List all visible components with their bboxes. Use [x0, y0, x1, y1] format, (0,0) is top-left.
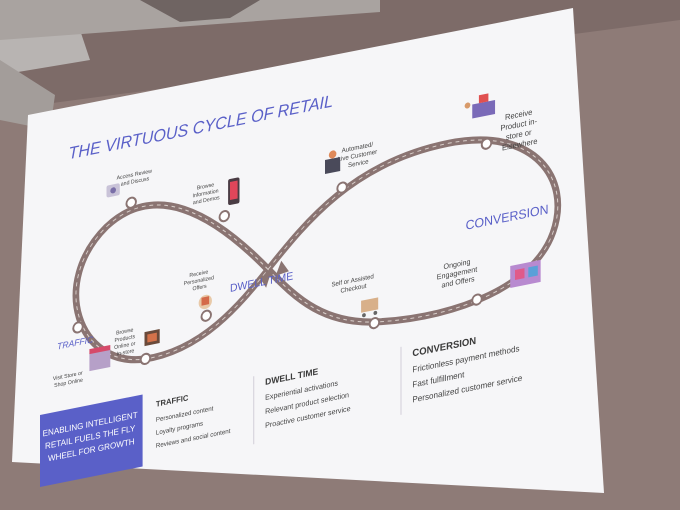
arrow-left [260, 264, 274, 288]
step-receive-product: Receive Product in- store or Elsewhere [500, 106, 539, 153]
phone-illustration-icon [228, 177, 240, 206]
node-self-checkout [368, 317, 381, 330]
infinity-path [72, 136, 561, 364]
step-browse-products: Browse Products Online or In-store [114, 327, 137, 359]
node-browse-info [218, 210, 231, 223]
engagement-illustration-icon [510, 259, 541, 288]
node-live-service [336, 181, 348, 194]
node-ongoing [471, 293, 483, 306]
step-receive-offers: Receive Personalized Offers [184, 268, 216, 294]
ceiling-vent [140, 0, 260, 22]
node-browse-products [139, 352, 152, 366]
node-receive-offers [200, 309, 212, 322]
checkout-cart-illustration-icon [361, 297, 379, 318]
reviews-illustration-icon [106, 183, 120, 198]
offers-illustration-icon [198, 294, 212, 310]
node-access-reviews [125, 196, 137, 209]
node-visit-store [72, 321, 84, 334]
store-illustration-icon [89, 344, 111, 372]
store-counter-illustration-icon [464, 93, 496, 119]
step-browse-info: Browse Information and Demos [192, 181, 220, 207]
node-receive-product [480, 137, 493, 150]
products-illustration-icon [144, 329, 160, 347]
banner-box [40, 394, 143, 487]
arrow-right [275, 260, 289, 276]
projection-screen [12, 8, 604, 493]
service-illustration-icon [325, 150, 341, 175]
